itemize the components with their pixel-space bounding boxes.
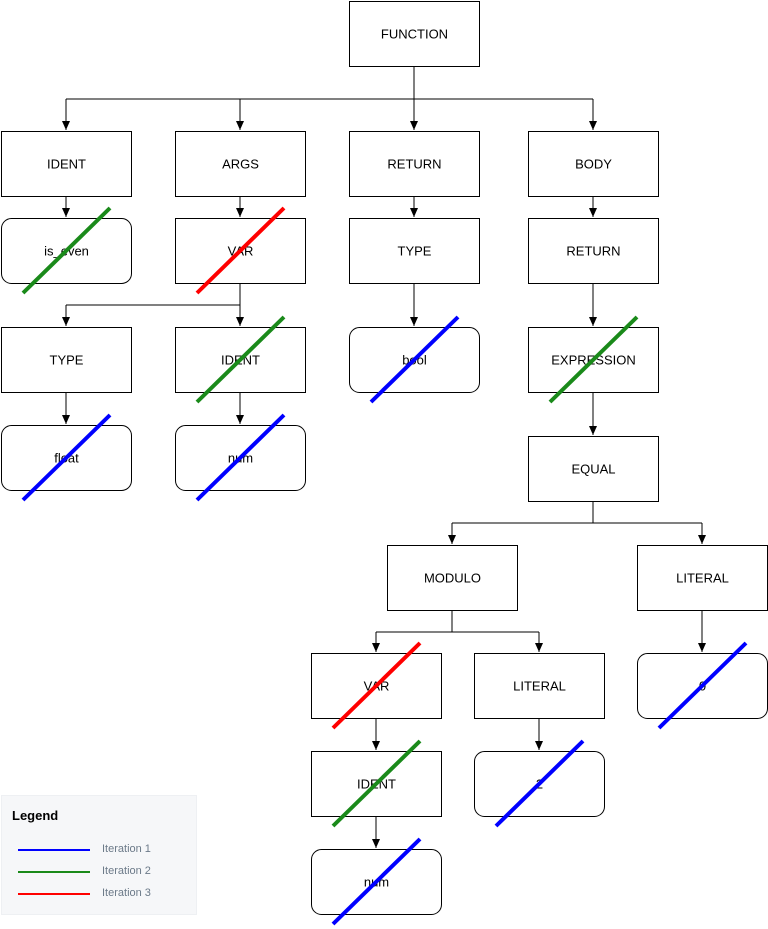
node-label: EQUAL (571, 462, 615, 477)
node-box (175, 131, 306, 197)
node-box (349, 1, 480, 67)
legend-line-iteration-3 (18, 893, 90, 895)
strike-iteration-2-ident3 (331, 739, 422, 828)
node-label: FUNCTION (381, 27, 448, 42)
strike-iteration-1-zero (657, 641, 748, 730)
node-label: LITERAL (513, 679, 566, 694)
node-box (528, 131, 659, 197)
node-label: BODY (575, 157, 612, 172)
legend-item-iteration-1: Iteration 1 (18, 843, 188, 857)
node-args: ARGS (175, 131, 306, 197)
strike-iteration-1-bool (369, 315, 460, 404)
node-box (637, 545, 768, 611)
node-ident: IDENT (1, 131, 132, 197)
node-return2: RETURN (528, 218, 659, 284)
node-box (349, 218, 480, 284)
legend-label: Iteration 1 (102, 843, 151, 855)
node-label: TYPE (398, 244, 432, 259)
strike-iteration-1-num2 (331, 837, 422, 926)
node-expression: EXPRESSION (528, 327, 659, 393)
node-box (474, 653, 605, 719)
node-equal: EQUAL (528, 436, 659, 502)
node-return1: RETURN (349, 131, 480, 197)
node-literal2: LITERAL (474, 653, 605, 719)
node-label: IDENT (47, 157, 86, 172)
legend-label: Iteration 3 (102, 887, 151, 899)
strike-iteration-1-num1 (195, 413, 286, 502)
node-box (528, 218, 659, 284)
node-label: LITERAL (676, 571, 729, 586)
legend-line-iteration-2 (18, 871, 90, 873)
strike-iteration-1-float (21, 413, 112, 502)
node-box (1, 131, 132, 197)
strike-iteration-3-var2 (331, 641, 422, 730)
legend-item-iteration-2: Iteration 2 (18, 865, 188, 879)
node-function: FUNCTION (349, 1, 480, 67)
node-label: RETURN (387, 157, 441, 172)
legend-title: Legend (12, 808, 59, 823)
node-literal1: LITERAL (637, 545, 768, 611)
strike-iteration-3-var1 (195, 206, 286, 295)
node-type2: TYPE (349, 218, 480, 284)
strike-iteration-2-ident2 (195, 315, 286, 404)
node-label: TYPE (50, 353, 84, 368)
node-label: MODULO (424, 571, 481, 586)
node-box (387, 545, 518, 611)
node-box (528, 436, 659, 502)
node-modulo: MODULO (387, 545, 518, 611)
legend-line-iteration-1 (18, 849, 90, 851)
legend-item-iteration-3: Iteration 3 (18, 887, 188, 901)
legend-label: Iteration 2 (102, 865, 151, 877)
node-box (1, 327, 132, 393)
strike-iteration-2-is_even (21, 206, 112, 295)
strike-iteration-2-expression (548, 315, 639, 404)
node-body: BODY (528, 131, 659, 197)
node-box (349, 131, 480, 197)
legend: Legend Iteration 1 Iteration 2 Iteration… (1, 795, 197, 915)
node-type1: TYPE (1, 327, 132, 393)
node-label: ARGS (222, 157, 259, 172)
strike-iteration-1-two (494, 739, 585, 828)
node-label: RETURN (566, 244, 620, 259)
